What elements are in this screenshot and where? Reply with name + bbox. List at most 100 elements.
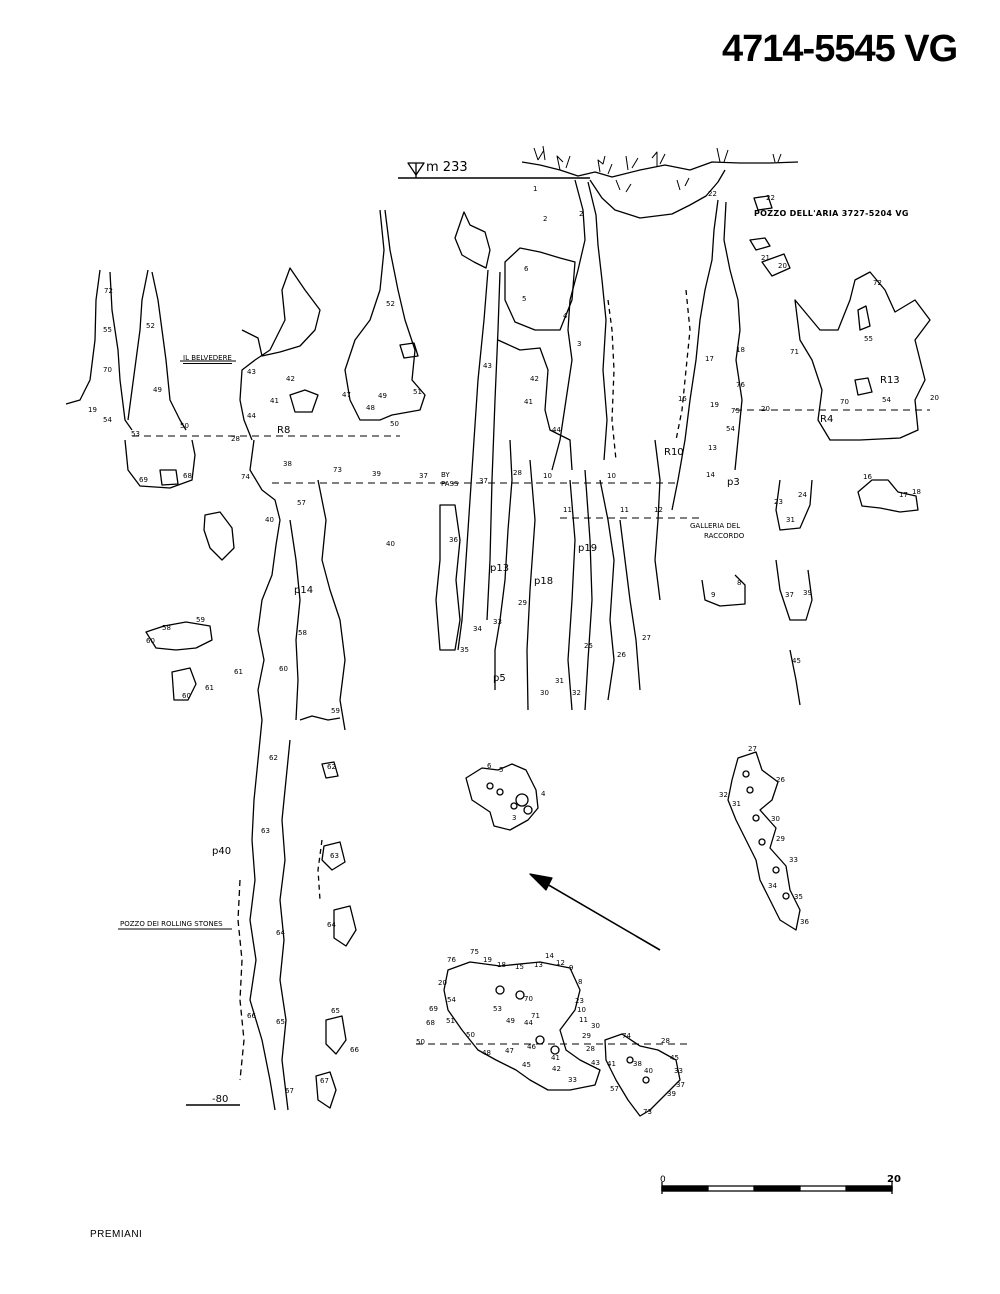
station-number: 51	[446, 1017, 455, 1025]
station-number: 70	[524, 995, 533, 1003]
station-number: 1	[533, 185, 537, 193]
station-number: 68	[426, 1019, 435, 1027]
station-number: 18	[497, 961, 506, 969]
main-shaft-complex	[435, 179, 661, 711]
datum-marker	[398, 162, 590, 179]
il-belvedere-label: IL BELVEDERE	[183, 354, 232, 364]
station-number: 53	[131, 430, 140, 438]
climb-r13-label: R13	[880, 375, 900, 386]
station-number: 61	[234, 668, 243, 676]
station-number: 21	[761, 254, 770, 262]
station-number: 25	[584, 642, 593, 650]
station-number: 8	[737, 579, 741, 587]
station-number: 23	[774, 498, 783, 506]
station-number: 11	[579, 1016, 588, 1024]
station-number: 50	[390, 420, 399, 428]
station-number: 30	[591, 1022, 600, 1030]
station-number: 66	[247, 1012, 256, 1020]
station-number: 54	[882, 396, 891, 404]
station-number: 19	[88, 406, 97, 414]
station-number: 44	[247, 412, 256, 420]
station-number: 57	[610, 1085, 619, 1093]
station-number: 41	[607, 1060, 616, 1068]
station-number: 62	[269, 754, 278, 762]
datum-label: m 233	[426, 160, 468, 175]
station-number: 37	[785, 591, 794, 599]
station-number: 44	[552, 426, 561, 434]
station-number: 63	[330, 852, 339, 860]
cave-cadastral-number: 4714-5545 VG	[722, 28, 958, 70]
station-number: 64	[276, 929, 285, 937]
station-number: 70	[103, 366, 112, 374]
station-number: 11	[620, 506, 629, 514]
station-number: 62	[327, 763, 336, 771]
climb-r4-label: R4	[820, 414, 834, 425]
station-number: 69	[429, 1005, 438, 1013]
plan-view-diagonal	[727, 751, 801, 931]
station-number: 54	[103, 416, 112, 424]
station-number: 40	[644, 1067, 653, 1075]
station-number: 44	[524, 1019, 533, 1027]
station-number: 52	[386, 300, 395, 308]
station-number: 61	[205, 684, 214, 692]
station-number: 29	[582, 1032, 591, 1040]
station-number: 75	[731, 407, 740, 415]
station-number: 33	[674, 1067, 683, 1075]
depth-marker	[118, 360, 240, 1106]
station-number: 10	[543, 472, 552, 480]
station-number: 6	[524, 265, 529, 273]
plan-view-small	[465, 763, 539, 831]
station-number: 39	[803, 589, 812, 597]
station-number: 19	[483, 956, 492, 964]
station-number: 65	[331, 1007, 340, 1015]
station-number: 22	[766, 194, 775, 202]
station-number: 29	[776, 835, 785, 843]
station-number: 67	[285, 1087, 294, 1095]
station-number: 41	[270, 397, 279, 405]
left-shaft-complex	[65, 209, 426, 1111]
station-number: 9	[711, 591, 715, 599]
station-number: 10	[577, 1006, 586, 1014]
station-number: 23	[575, 997, 584, 1005]
station-number: 15	[678, 395, 687, 403]
pozzo-dell-aria-label: POZZO DELL'ARIA 3727-5204 VG	[754, 209, 909, 218]
station-number: 60	[279, 665, 288, 673]
station-number: 58	[162, 624, 171, 632]
station-number: 5	[499, 766, 503, 774]
station-number: 33	[493, 618, 502, 626]
station-number: 35	[794, 893, 803, 901]
station-number: 8	[578, 978, 582, 986]
station-number: 73	[333, 466, 342, 474]
station-number: 2	[579, 210, 583, 218]
station-number: 50	[416, 1038, 425, 1046]
station-number: 10	[607, 472, 616, 480]
station-number: 49	[378, 392, 387, 400]
station-number: 74	[622, 1032, 631, 1040]
station-number: 54	[447, 996, 456, 1004]
station-number: 24	[798, 491, 807, 499]
station-number: 75	[470, 948, 479, 956]
station-number: 40	[386, 540, 395, 548]
station-number: 41	[551, 1054, 560, 1062]
station-number: 18	[912, 488, 921, 496]
station-number: 59	[196, 616, 205, 624]
station-number: 40	[265, 516, 274, 524]
station-number: 28	[231, 435, 240, 443]
station-number: 37	[479, 477, 488, 485]
station-number: 43	[247, 368, 256, 376]
station-number: 42	[530, 375, 539, 383]
station-number: 32	[719, 791, 728, 799]
station-number: 17	[705, 355, 714, 363]
station-number: 27	[748, 745, 757, 753]
station-number: 38	[633, 1060, 642, 1068]
station-number: 37	[676, 1081, 685, 1089]
plan-view-large	[443, 961, 681, 1117]
station-number: 52	[146, 322, 155, 330]
station-number: 49	[506, 1017, 515, 1025]
station-number: 31	[732, 800, 741, 808]
station-number: 45	[522, 1061, 531, 1069]
station-number: 26	[617, 651, 626, 659]
author-credit: PREMIANI	[90, 1229, 143, 1240]
station-number: 4	[541, 790, 546, 798]
station-number: 26	[776, 776, 785, 784]
